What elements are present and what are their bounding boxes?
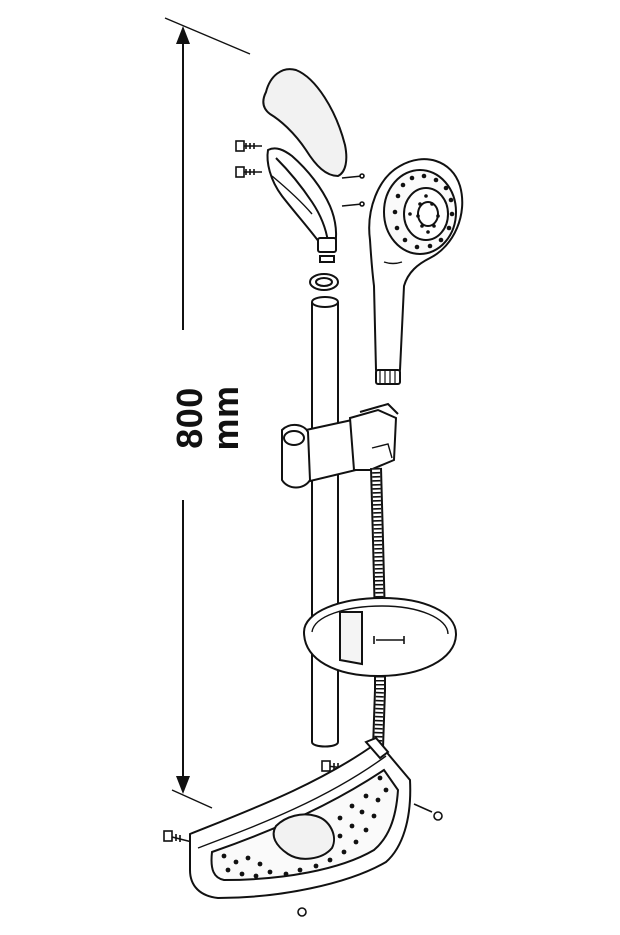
screw-icon [413, 803, 443, 821]
screw-icon [341, 201, 365, 207]
upper-screws [235, 140, 365, 207]
soap-dish [302, 596, 458, 678]
spray-nozzles [392, 173, 455, 250]
lower-screws [163, 760, 443, 917]
dimension-label: 800 mm [169, 385, 246, 451]
shelf-drain-holes [221, 775, 389, 879]
dimension-top-leader [164, 17, 251, 55]
hand-shower [368, 158, 464, 385]
ring-washer [309, 273, 339, 291]
screw-icon [235, 166, 262, 178]
screw-icon [235, 140, 262, 152]
dimension-top-arrow [176, 26, 190, 44]
dimension-bottom-leader [171, 789, 213, 809]
dimension-bottom-arrow [176, 776, 190, 794]
screw-icon [163, 830, 193, 843]
screw-icon [341, 173, 365, 179]
slider-holder [281, 402, 399, 489]
upper-wall-bracket [266, 147, 338, 263]
rail-pole [311, 296, 339, 748]
top-cover-cap [262, 68, 348, 178]
dimension-line [164, 17, 251, 809]
lower-shelf-bracket [189, 736, 412, 900]
